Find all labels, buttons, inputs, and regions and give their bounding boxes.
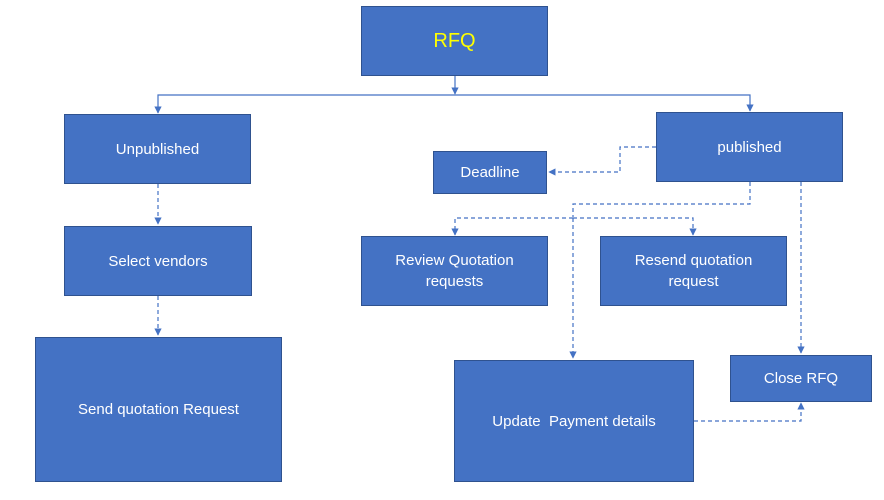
connector-published-to-deadline bbox=[548, 146, 656, 176]
node-unpublished-label: Unpublished bbox=[115, 140, 200, 158]
connector-update-payment-to-close-rfq bbox=[694, 402, 805, 422]
node-update-payment-details: Update Payment details bbox=[454, 360, 694, 482]
node-deadline-label: Deadline bbox=[460, 164, 520, 181]
node-unpublished: Unpublished bbox=[64, 114, 251, 184]
node-resend-quotation-label-line2: request bbox=[668, 273, 719, 290]
connector-rfq-to-unpublished bbox=[154, 94, 455, 114]
connector-branch-to-review bbox=[451, 217, 573, 236]
node-deadline: Deadline bbox=[433, 151, 547, 194]
node-send-quotation-request-label: Send quotation Request bbox=[78, 401, 239, 418]
connector-published-branch bbox=[572, 182, 751, 217]
connector-branch-to-resend bbox=[573, 217, 697, 236]
node-close-rfq-label: Close RFQ bbox=[763, 370, 839, 387]
node-published: published bbox=[656, 112, 843, 182]
connector-rfq-to-published bbox=[455, 94, 754, 112]
node-select-vendors-label: Select vendors bbox=[108, 252, 208, 270]
node-review-quotation-requests: Review Quotation requests bbox=[361, 236, 548, 306]
node-published-label: published bbox=[717, 138, 782, 156]
node-resend-quotation-request: Resend quotation request bbox=[600, 236, 787, 306]
node-rfq: RFQ bbox=[361, 6, 548, 76]
node-review-quotation-label-line1: Review Quotation bbox=[395, 252, 514, 269]
node-select-vendors: Select vendors bbox=[64, 226, 252, 296]
node-review-quotation-label-line2: requests bbox=[425, 273, 484, 290]
node-send-quotation-request: Send quotation Request bbox=[35, 337, 282, 482]
node-resend-quotation-label-line1: Resend quotation bbox=[634, 252, 753, 269]
node-rfq-label: RFQ bbox=[433, 29, 476, 52]
node-close-rfq: Close RFQ bbox=[730, 355, 872, 402]
node-update-payment-details-label: Update Payment details bbox=[492, 412, 656, 430]
